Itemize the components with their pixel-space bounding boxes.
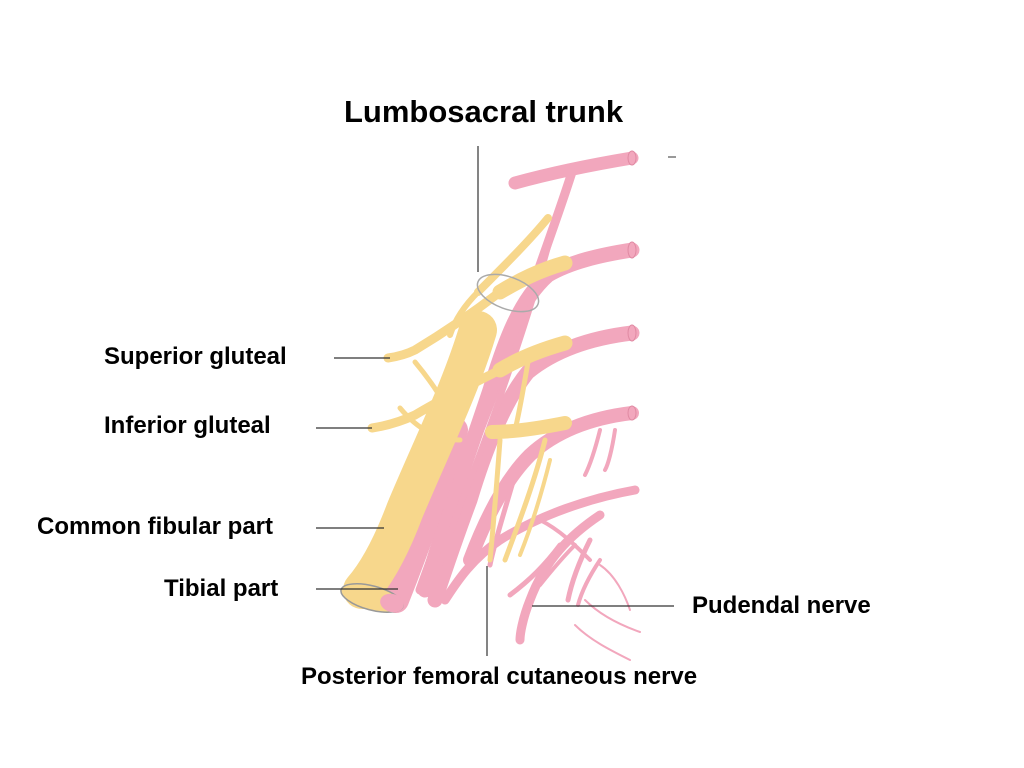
pudendal-branch-d <box>538 543 577 587</box>
superior-gluteal-label: Superior gluteal <box>104 343 287 370</box>
common-fibular-part-label: Common fibular part <box>37 513 274 540</box>
pudendal-nerve-path <box>515 510 605 645</box>
perineal-branch-1 <box>599 564 631 611</box>
pfc-branch <box>518 458 552 557</box>
root-end-s1 <box>627 241 637 259</box>
tibial-part-label: Tibial part <box>164 575 279 602</box>
posterior-femoral-cutaneous-path <box>487 437 503 563</box>
tibial-division-nerves <box>383 151 641 661</box>
common-fibular-part-bundle <box>343 311 497 609</box>
fibular-strand-2 <box>502 437 548 563</box>
sciatic-cut-end-tibial <box>380 593 404 613</box>
superior-gluteal-nerve-path <box>383 287 505 363</box>
perineal-branch-3 <box>574 624 631 661</box>
superior-gluteal-root-2 <box>447 289 481 338</box>
fibular-division-nerves <box>343 214 573 609</box>
inferior-gluteal-label: Inferior gluteal <box>104 412 271 439</box>
root-s4 <box>440 485 640 605</box>
root-s3 <box>463 406 639 567</box>
root-s1-posterior <box>492 255 573 300</box>
pudendal-nerve-label: Pudendal nerve <box>692 592 871 619</box>
trunk-strand <box>427 217 558 598</box>
root-s1 <box>417 242 640 598</box>
pudendal-branch-a <box>507 542 563 598</box>
fibular-strand-1 <box>512 347 533 433</box>
perineal-branch-2 <box>584 599 641 633</box>
leader-lines <box>316 146 674 656</box>
visceral-branch-2 <box>603 428 617 472</box>
pudendal-branch-b <box>565 537 593 603</box>
trunk-posterior-strand <box>474 214 552 296</box>
pudendal-branch-c <box>576 558 602 607</box>
coccygeal-branch <box>538 518 592 562</box>
lumbosacral-trunk-ring <box>476 273 540 313</box>
root-s3-posterior <box>485 416 572 439</box>
visceral-branch-1 <box>583 428 602 477</box>
lumbosacral-trunk-label: Lumbosacral trunk <box>344 94 624 129</box>
root-end-l4 <box>627 150 637 166</box>
posterior-femoral-cutaneous-label: Posterior femoral cutaneous nerve <box>301 663 698 690</box>
root-end-s3 <box>627 405 637 421</box>
root-end-s2 <box>627 324 637 342</box>
